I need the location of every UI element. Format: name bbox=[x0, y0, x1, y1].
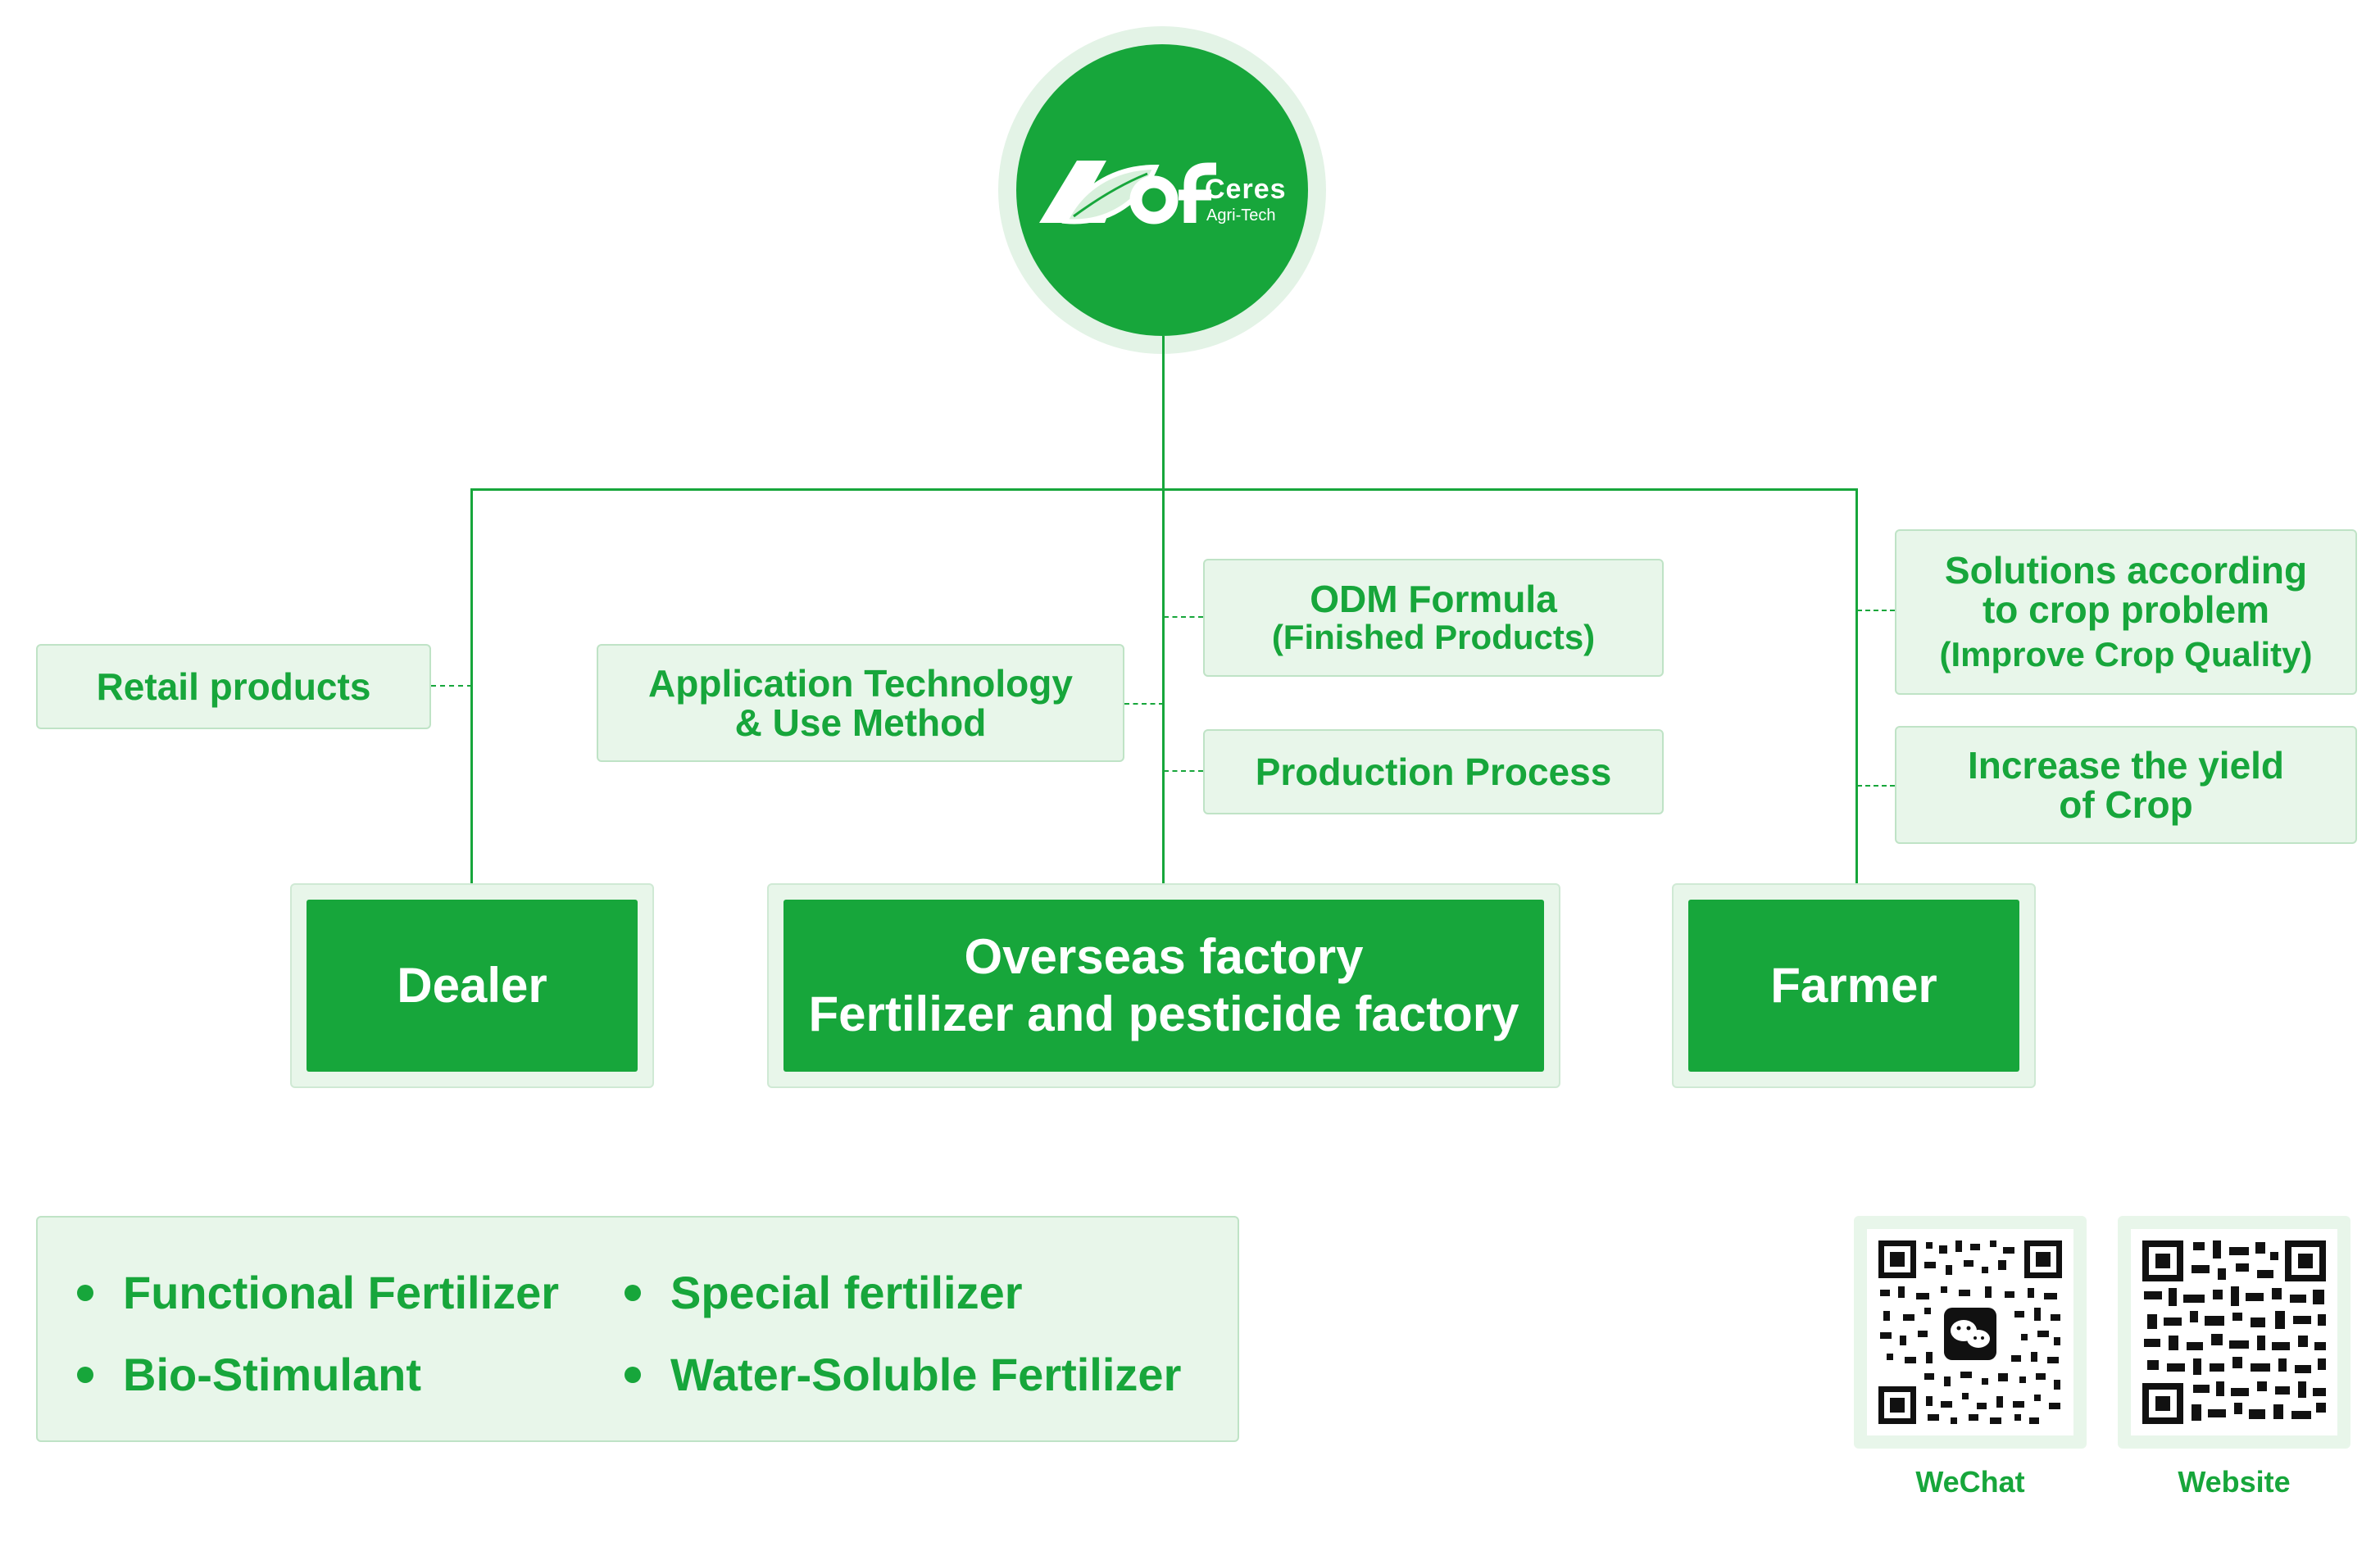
product-label: Water-Soluble Fertilizer bbox=[670, 1349, 1182, 1400]
factory-node-inner: Overseas factory Fertilizer and pesticid… bbox=[783, 900, 1544, 1072]
wechat-qr-card[interactable] bbox=[1854, 1216, 2087, 1449]
dash-retail bbox=[431, 685, 472, 687]
dealer-label: Dealer bbox=[397, 958, 547, 1013]
wechat-qr-icon bbox=[1878, 1240, 2062, 1424]
app-tech-line1: Application Technology bbox=[648, 662, 1073, 705]
wechat-icon bbox=[1951, 1320, 1990, 1348]
app-tech-box: Application Technology & Use Method bbox=[597, 644, 1124, 762]
bullet-icon bbox=[625, 1367, 641, 1383]
product-label: Bio-Stimulant bbox=[123, 1349, 421, 1400]
solutions-box: Solutions according to crop problem (Imp… bbox=[1895, 529, 2357, 695]
factory-line1: Overseas factory bbox=[964, 929, 1364, 984]
website-qr-code[interactable] bbox=[2131, 1229, 2337, 1435]
wechat-qr-code[interactable] bbox=[1867, 1229, 2073, 1435]
factory-node: Overseas factory Fertilizer and pesticid… bbox=[767, 883, 1560, 1088]
odm-formula-line1: ODM Formula bbox=[1310, 578, 1557, 620]
products-panel: Functional Fertilizer Special fertilizer… bbox=[36, 1216, 1239, 1442]
farmer-node: Farmer bbox=[1672, 883, 2036, 1088]
product-item: Bio-Stimulant bbox=[77, 1349, 421, 1401]
product-label: Functional Fertilizer bbox=[123, 1267, 560, 1318]
odm-formula-line2: (Finished Products) bbox=[1271, 618, 1596, 656]
connector-dealer-vertical bbox=[470, 488, 473, 885]
retail-products-box: Retail products bbox=[36, 644, 431, 729]
factory-line2: Fertilizer and pesticide factory bbox=[808, 986, 1519, 1041]
dash-yield bbox=[1857, 785, 1895, 787]
farmer-label: Farmer bbox=[1770, 958, 1937, 1013]
dealer-node-inner: Dealer bbox=[307, 900, 638, 1072]
increase-yield-line2: of Crop bbox=[2059, 783, 2193, 826]
dash-app-tech bbox=[1124, 703, 1164, 705]
product-item: Water-Soluble Fertilizer bbox=[625, 1349, 1181, 1401]
farmer-node-inner: Farmer bbox=[1688, 900, 2019, 1072]
app-tech-line2: & Use Method bbox=[734, 701, 987, 744]
solutions-line2: to crop problem bbox=[1982, 588, 2270, 631]
bullet-icon bbox=[625, 1285, 641, 1301]
logo-brand-name: Ceres bbox=[1205, 174, 1287, 205]
increase-yield-box: Increase the yield of Crop bbox=[1895, 726, 2357, 844]
bullet-icon bbox=[77, 1367, 93, 1383]
dealer-node: Dealer bbox=[290, 883, 654, 1088]
product-item: Functional Fertilizer bbox=[77, 1267, 559, 1319]
production-process-box: Production Process bbox=[1203, 729, 1664, 814]
logo-mark-icon bbox=[1039, 161, 1216, 224]
connector-main-vertical bbox=[1162, 336, 1165, 885]
solutions-line3: (Improve Crop Quality) bbox=[1939, 635, 2313, 673]
dash-solutions bbox=[1857, 610, 1895, 611]
odm-formula-box: ODM Formula (Finished Products) bbox=[1203, 559, 1664, 677]
dash-odm bbox=[1164, 616, 1203, 618]
website-qr-icon bbox=[2142, 1240, 2326, 1424]
bullet-icon bbox=[77, 1285, 93, 1301]
website-qr-label: Website bbox=[2178, 1465, 2291, 1499]
solutions-line1: Solutions according bbox=[1944, 549, 2308, 592]
retail-products-label: Retail products bbox=[96, 665, 371, 708]
website-qr-card[interactable] bbox=[2118, 1216, 2350, 1449]
connector-horizontal bbox=[470, 488, 1858, 491]
product-item: Special fertilizer bbox=[625, 1267, 1023, 1319]
wechat-qr-label: WeChat bbox=[1915, 1465, 2025, 1499]
production-process-label: Production Process bbox=[1255, 751, 1612, 793]
logo-circle: Ceres Agri-Tech bbox=[1016, 44, 1308, 336]
increase-yield-line1: Increase the yield bbox=[1967, 744, 2285, 787]
connector-farmer-vertical bbox=[1855, 488, 1858, 885]
logo-brand-subtitle: Agri-Tech bbox=[1206, 206, 1276, 224]
product-label: Special fertilizer bbox=[670, 1267, 1023, 1318]
dash-production bbox=[1164, 770, 1203, 772]
